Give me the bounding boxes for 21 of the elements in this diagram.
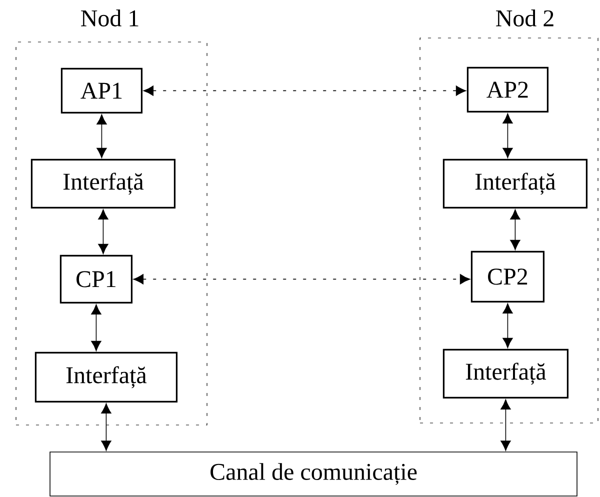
arrow bbox=[91, 304, 102, 352]
arrow bbox=[98, 209, 108, 254]
arrow bbox=[510, 209, 520, 250]
arrow bbox=[502, 303, 513, 348]
process-box: CP1 bbox=[60, 254, 132, 304]
process-box: Interfață bbox=[30, 158, 176, 208]
arrow bbox=[96, 114, 107, 158]
process-box: AP1 bbox=[60, 68, 142, 114]
arrow bbox=[500, 399, 511, 451]
process-box: Interfață bbox=[442, 348, 568, 398]
arrow bbox=[143, 86, 466, 96]
arrow bbox=[133, 274, 470, 284]
process-box: CP2 bbox=[470, 250, 544, 302]
group-heading: Nod 2 bbox=[496, 10, 554, 26]
group-heading: Nod 1 bbox=[81, 10, 138, 26]
arrow bbox=[101, 403, 112, 451]
process-box: AP2 bbox=[466, 66, 548, 112]
process-box: Interfață bbox=[34, 352, 178, 402]
channel-box: Canal de comunicație bbox=[50, 452, 578, 496]
process-box: Interfață bbox=[442, 158, 588, 208]
arrow bbox=[502, 113, 513, 158]
